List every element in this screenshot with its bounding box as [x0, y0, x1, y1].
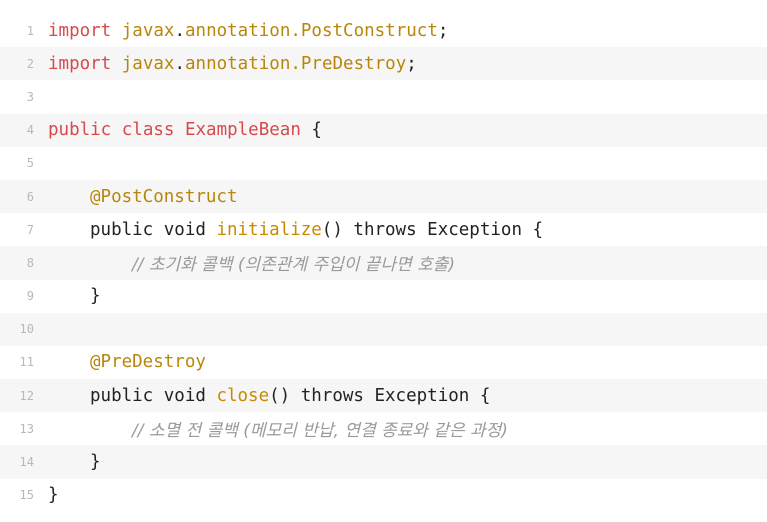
code-line: 5 [0, 147, 767, 180]
package-path: annotation.PreDestroy [185, 53, 407, 74]
method-name: initialize [216, 219, 322, 240]
space [111, 21, 122, 41]
line-number: 8 [26, 255, 34, 270]
code-line: 7 public void initialize() throws Except… [0, 213, 767, 246]
code-text: @PreDestroy [48, 352, 206, 372]
keyword: import [48, 53, 112, 74]
line-number: 15 [19, 488, 34, 503]
code-line: 1 import javax.annotation.PostConstruct; [0, 14, 767, 47]
code-text: import javax.annotation.PostConstruct; [48, 21, 448, 41]
code-text: public void close() throws Exception { [48, 386, 490, 406]
code-text: public void initialize() throws Exceptio… [48, 220, 543, 240]
code-text: } [48, 452, 101, 472]
line-number: 12 [19, 388, 34, 403]
package-root: javax [121, 53, 175, 74]
method-name: close [216, 385, 270, 406]
semicolon: ; [406, 53, 417, 74]
line-number: 14 [19, 455, 34, 470]
line-number: 11 [19, 355, 34, 370]
annotation: @PostConstruct [90, 186, 238, 207]
line-number: 10 [19, 322, 34, 337]
close-brace: } [90, 452, 101, 473]
line-number: 5 [26, 156, 34, 171]
close-brace: } [48, 485, 59, 506]
package-path: annotation.PostConstruct [185, 20, 438, 41]
space [111, 54, 122, 74]
code-line: 13 // 소멸 전 콜백 (메모리 반납, 연결 종료와 같은 과정) [0, 412, 767, 445]
close-brace: } [90, 286, 101, 307]
line-number: 6 [26, 189, 34, 204]
signature-rest: () throws Exception { [269, 385, 491, 406]
keyword: import [48, 20, 112, 41]
comment: // 소멸 전 콜백 (메모리 반납, 연결 종료와 같은 과정) [132, 421, 508, 442]
code-line: 15 } [0, 479, 767, 512]
code-text: } [48, 485, 59, 505]
package-root: javax [121, 20, 175, 41]
dot: . [174, 20, 185, 41]
code-text: } [48, 286, 101, 306]
code-text: public class ExampleBean { [48, 120, 322, 140]
code-line: 2 import javax.annotation.PreDestroy; [0, 47, 767, 81]
code-text: @PostConstruct [48, 187, 238, 207]
code-line: 9 } [0, 280, 767, 313]
modifiers: public void [90, 385, 217, 406]
comment: // 초기화 콜백 (의존관계 주입이 끝나면 호출) [132, 255, 456, 276]
modifiers: public void [90, 219, 217, 240]
class-declaration: public class ExampleBean [48, 120, 301, 141]
line-number: 3 [26, 89, 34, 104]
line-number: 7 [26, 222, 34, 237]
semicolon: ; [437, 20, 449, 41]
code-line: 11 @PreDestroy [0, 346, 767, 379]
code-line: 4 public class ExampleBean { [0, 113, 767, 147]
line-number: 1 [26, 23, 34, 38]
open-brace: { [300, 120, 322, 141]
line-number: 13 [19, 421, 34, 436]
code-line: 12 public void close() throws Exception … [0, 379, 767, 413]
line-number: 4 [26, 123, 34, 138]
code-line: 6 @PostConstruct [0, 179, 767, 214]
code-line: 8 // 초기화 콜백 (의존관계 주입이 끝나면 호출) [0, 246, 767, 280]
code-text: import javax.annotation.PreDestroy; [48, 54, 417, 74]
line-number: 9 [26, 289, 34, 304]
code-line: 10 [0, 312, 767, 346]
annotation: @PreDestroy [90, 352, 206, 373]
dot: . [174, 53, 185, 74]
code-line: 3 [0, 80, 767, 113]
code-text: // 초기화 콜백 (의존관계 주입이 끝나면 호출) [48, 250, 455, 275]
code-text: // 소멸 전 콜백 (메모리 반납, 연결 종료와 같은 과정) [48, 416, 508, 441]
signature-rest: () throws Exception { [321, 219, 544, 240]
line-number: 2 [26, 56, 34, 71]
code-line: 14 } [0, 445, 767, 479]
